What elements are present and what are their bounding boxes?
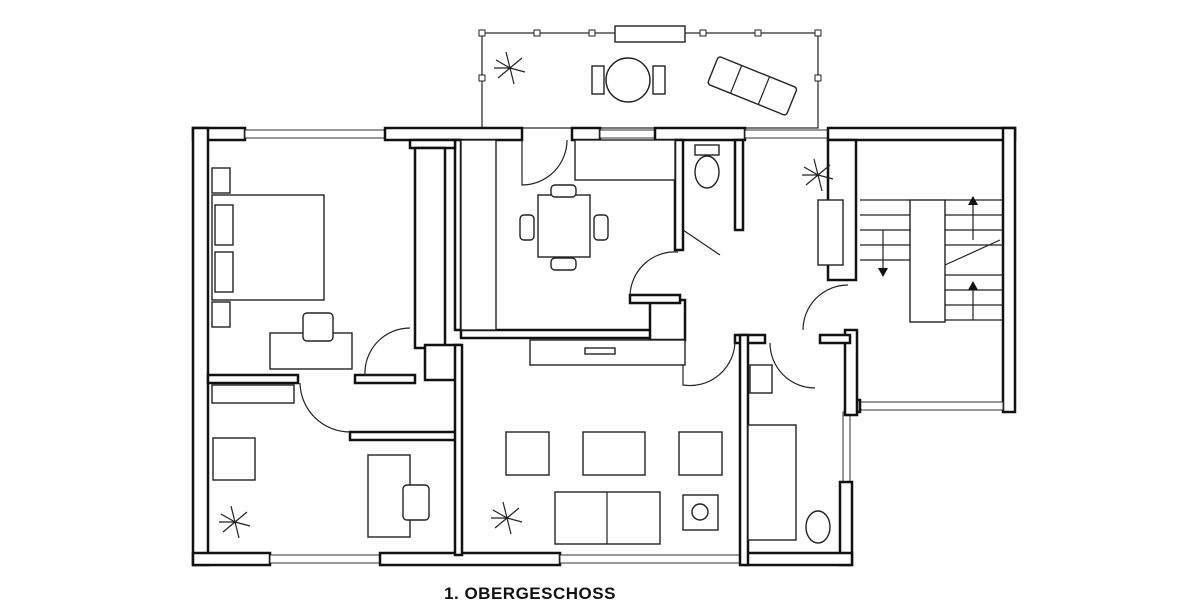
desk-chair — [402, 484, 430, 521]
bedroom — [211, 167, 353, 370]
exterior-walls — [191, 126, 1017, 567]
planter — [614, 25, 686, 43]
chair — [652, 65, 666, 95]
sun-lounger — [707, 56, 798, 116]
armchair — [678, 431, 723, 476]
study — [211, 384, 430, 538]
side-table — [682, 494, 719, 531]
bathtub — [747, 424, 797, 541]
chair — [591, 65, 605, 95]
balcony — [478, 25, 822, 129]
round-table — [605, 57, 651, 103]
toilet — [805, 510, 831, 544]
staircase — [860, 196, 1003, 323]
coffee-table — [582, 431, 646, 476]
doors — [299, 139, 849, 433]
dining-table — [537, 194, 591, 258]
kitchen-counter — [574, 139, 676, 181]
toilet — [694, 155, 720, 189]
sink — [749, 364, 773, 394]
floor-label: 1. OBERGESCHOSS — [444, 584, 616, 603]
armchair — [212, 437, 256, 481]
dining-room — [460, 139, 676, 331]
living-room — [505, 339, 723, 545]
bathrooms — [694, 144, 844, 544]
cabinet — [817, 199, 844, 266]
plant-icons — [219, 51, 834, 539]
desk-chair — [302, 312, 334, 342]
tv — [584, 347, 616, 355]
armchair — [505, 431, 550, 476]
